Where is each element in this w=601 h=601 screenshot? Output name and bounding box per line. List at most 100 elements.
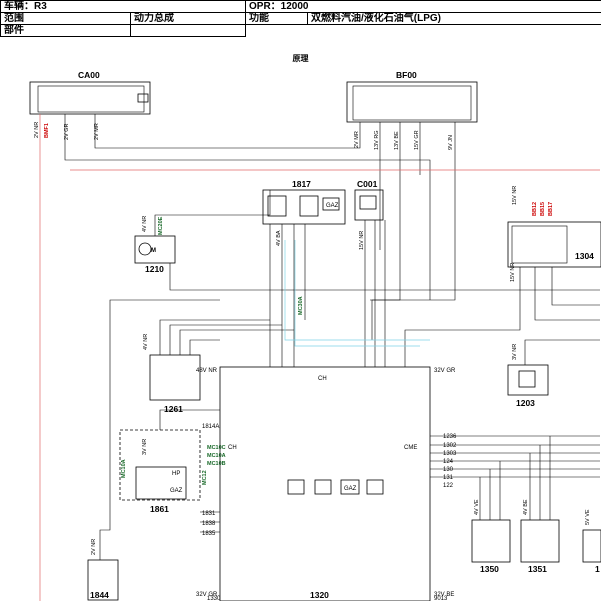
diagram-title: 原理	[292, 54, 309, 63]
wire-1203	[524, 339, 600, 365]
header-table: 车辆：R3 OPR：12000 范围 动力总成 功能 双燃料汽油/液化石油气(L…	[0, 0, 601, 52]
ecu-icon-1	[287, 479, 305, 495]
wire-1350	[479, 461, 501, 520]
bf00-inner	[352, 85, 472, 121]
c1350-wire: 4V VE	[474, 499, 480, 515]
ecu-icon-3	[340, 479, 360, 495]
wire-aa1	[94, 114, 361, 149]
wire-1303: 1303	[443, 451, 457, 457]
wire-1351	[529, 436, 551, 520]
tag-mc10b: MC10B	[207, 461, 226, 467]
bf00-wire-e: 9V JN	[448, 135, 454, 150]
ca00-wire-b: 2V GR	[64, 123, 70, 140]
ca00-wire-a: 2V NR	[34, 122, 40, 138]
wire-9013: 9013	[434, 596, 448, 601]
wire-1235	[371, 122, 401, 340]
wire-p091	[370, 122, 456, 301]
c1320-gaz: GAZ	[344, 486, 357, 492]
c1351-label: 1351	[528, 564, 547, 574]
relay-icon	[267, 195, 287, 217]
tag-bmf1: BMF1	[44, 123, 50, 138]
wire-1844	[99, 299, 220, 560]
ca00-plug	[137, 93, 149, 103]
ecu-icon-4	[366, 479, 384, 495]
c1351-wire: 4V BE	[523, 499, 529, 515]
tag-bb17: BB17	[548, 202, 554, 216]
c1304-wire: 15V NR	[510, 263, 516, 282]
bf00-wire-a: 2V MR	[354, 131, 360, 148]
c1861-dashed	[119, 429, 201, 501]
c1203-wire: 3V NR	[512, 344, 518, 360]
c1350-label: 1350	[480, 564, 499, 574]
c1350-box	[471, 519, 511, 563]
bf00-wire-b: 13V RG	[374, 130, 380, 150]
wire-1261-d	[189, 339, 220, 355]
c1261-wire: 4V NR	[143, 334, 149, 350]
c1817-wire: 4V BA	[276, 230, 282, 246]
c1861-gaz: GAZ	[170, 488, 183, 494]
c1203-box	[507, 364, 549, 396]
c1844-label: 1844	[90, 590, 109, 600]
ecu-icon-2	[314, 479, 332, 495]
ca00-wire-c: 2V MR	[94, 123, 100, 140]
tag-mc10a: MC10A	[207, 453, 226, 459]
c1261-box	[149, 354, 201, 401]
c1304-top-wire: 15V NR	[512, 186, 518, 205]
wire-124: 124	[443, 459, 454, 465]
wire-1835: 1835	[202, 531, 216, 537]
wire-cyan-a	[284, 240, 430, 341]
c1817-gaz: GAZ	[326, 203, 339, 209]
wire-cyan-b	[294, 240, 420, 347]
wire-1304-b	[534, 267, 600, 321]
c1320-box	[219, 366, 431, 601]
c1210-wire: 4V NR	[142, 216, 148, 232]
wire-1236: 1236	[443, 434, 457, 440]
c1320-cme: CME	[404, 445, 417, 451]
part-label: 部件	[0, 24, 131, 37]
wire-1210b	[169, 263, 600, 291]
c1e-box	[582, 529, 601, 563]
c1261-label: 1261	[164, 404, 183, 414]
sensor-icon	[299, 195, 319, 217]
c1844-box	[87, 559, 119, 601]
c1203-label: 1203	[516, 398, 535, 408]
bf00-wire-c: 13V BE	[394, 131, 400, 150]
c1e-label: 1	[595, 564, 600, 574]
tag-bb15: BB15	[540, 202, 546, 216]
lamp-icon	[518, 370, 536, 388]
wire-1304-c	[551, 267, 600, 306]
motor-icon	[138, 242, 152, 256]
conn-48v: 48V NR	[196, 368, 218, 374]
c1817-label: 1817	[292, 179, 311, 189]
c001-box	[354, 189, 384, 221]
c001-label: C001	[357, 179, 378, 189]
wire-1302: 1302	[443, 443, 457, 449]
c1817-box	[262, 189, 346, 225]
part-value	[129, 24, 247, 37]
ca00-inner	[37, 85, 145, 113]
tag-bb12: BB12	[532, 202, 538, 216]
wire-131: 131	[443, 475, 454, 481]
wire-1210	[154, 190, 271, 236]
wire-cme	[430, 435, 600, 478]
c1844-wire: 2V NR	[91, 539, 97, 555]
wire-1838: 1838	[202, 521, 216, 527]
c1e-wire: 5V VE	[585, 509, 591, 525]
wire-1304-a	[404, 267, 521, 367]
wire-1330: 1330	[207, 596, 221, 601]
bf00-label: BF00	[396, 70, 417, 80]
c1304-label: 1304	[575, 251, 594, 261]
tag-mc12a: MC10A	[121, 459, 127, 478]
conn-32vgr: 32V GR	[434, 368, 456, 374]
tag-mc12: MC12	[202, 470, 208, 485]
wire-1861-a	[159, 409, 220, 430]
c1861-label: 1861	[150, 504, 169, 514]
c1320-label: 1320	[310, 590, 329, 600]
conn-32vbe: 32V BE	[434, 592, 454, 598]
c1351-box	[520, 519, 560, 563]
function-value: 双燃料汽油/液化石油气(LPG)	[307, 12, 601, 25]
ca00-label: CA00	[78, 70, 100, 80]
motor-m: M	[151, 248, 156, 254]
tag-mc20e: MC20E	[158, 216, 164, 235]
